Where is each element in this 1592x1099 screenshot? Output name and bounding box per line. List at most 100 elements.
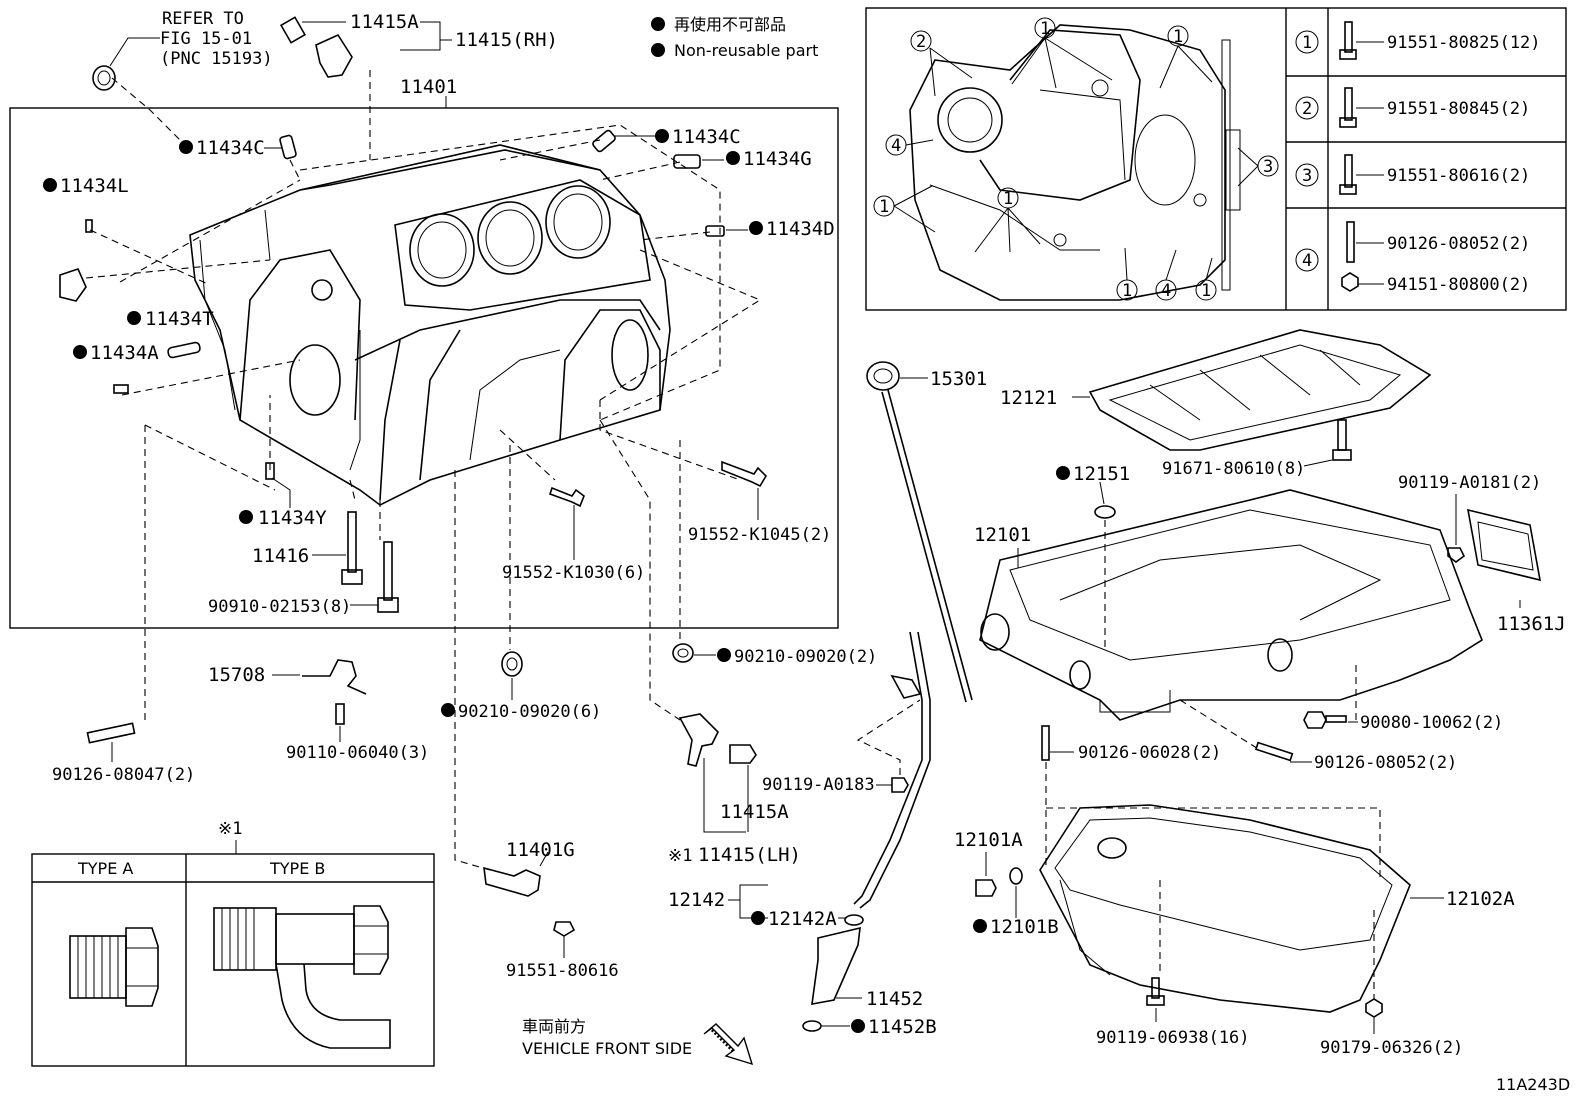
bolt-icon <box>1447 547 1466 563</box>
inset-callout-1: 1 <box>879 197 889 217</box>
bolt-head-icon <box>341 569 363 585</box>
bolt-head-icon <box>1339 184 1357 195</box>
label-12101A: 12101A <box>954 829 1023 851</box>
label-11415A-bottom: 11415A <box>720 801 789 823</box>
bolt-row-num: 3 <box>1302 166 1312 186</box>
oil-jet-type-a-icon <box>69 927 159 1007</box>
label-11415A-top: 11415A <box>350 11 419 33</box>
label-12101B: 12101B <box>990 916 1059 938</box>
drain-plug-icon <box>975 879 997 897</box>
nut-icon <box>1341 272 1359 292</box>
plug-11434G-icon <box>673 154 701 169</box>
bolt-head-icon <box>1332 449 1352 461</box>
pin-11434A-icon <box>113 384 129 394</box>
knock-sensor-group: 11401G 91551-80616 <box>483 839 619 981</box>
plug-11434C-left-icon <box>279 134 297 160</box>
label-90119-A0181: 90119-A0181(2) <box>1398 473 1541 493</box>
bolt-head-icon <box>1339 49 1357 60</box>
label-11434Y: 11434Y <box>258 507 327 529</box>
label-11415RH: 11415(RH) <box>455 29 558 51</box>
label-91551-80616: 91551-80616 <box>506 961 619 981</box>
oil-pan-lower-icon <box>1039 804 1411 1013</box>
bolt-icon <box>1151 977 1160 999</box>
inset-front-cover-drawing <box>909 24 1241 301</box>
guide-11452-icon <box>811 926 861 1005</box>
bolt-row-part: 91551-80845(2) <box>1387 99 1530 119</box>
label-90080-10062: 90080-10062(2) <box>1360 713 1503 733</box>
bolt-head-icon <box>1339 117 1357 128</box>
bolt-11416-icon <box>347 511 357 573</box>
plug-11434C-right-icon <box>592 129 616 153</box>
inset-callout-1: 1 <box>1173 27 1183 47</box>
label-11401: 11401 <box>400 76 457 98</box>
oil-jet-lh-group: 11415A ※1 11415(LH) 90119-A0183 <box>668 699 921 866</box>
bolt-icon <box>279 16 307 44</box>
label-12151: 12151 <box>1073 463 1130 485</box>
dipstick-handle-icon <box>866 361 900 391</box>
label-11434G: 11434G <box>743 148 812 170</box>
bolt-row-4: 4 90126-08052(2) 94151-80800(2) <box>1295 221 1530 295</box>
baffle-plate-group: 12121 91671-80610(8) <box>1000 329 1432 479</box>
bolt-row-num: 2 <box>1302 99 1312 119</box>
bolt-row-part: 91551-80825(12) <box>1387 33 1541 53</box>
label-11452B: 11452B <box>868 1016 937 1038</box>
label-90910-02153: 90910-02153(8) <box>208 597 351 617</box>
inset-callout-1: 1 <box>1040 19 1050 39</box>
sensor-15708-icon <box>302 659 367 695</box>
stud-icon <box>1254 741 1294 762</box>
bolt-90080-group: 90080-10062(2) <box>1303 660 1503 733</box>
bolt-row-part: 90126-08052(2) <box>1387 234 1530 254</box>
inset-callouts: 1 1 1 1 1 1 2 3 4 4 <box>873 17 1279 301</box>
bolt-head-icon <box>1146 995 1165 1006</box>
label-12101: 12101 <box>974 524 1031 546</box>
label-91671-80610: 91671-80610(8) <box>1162 459 1305 479</box>
bolt-row-part: 91551-80616(2) <box>1387 166 1530 186</box>
leader-lines <box>85 70 762 871</box>
plate-11361J-group: 90119-A0181(2) 11361J <box>1398 473 1566 635</box>
oil-pan-upper-group: 12101 <box>974 489 1483 721</box>
label-11434D: 11434D <box>766 218 835 240</box>
label-11415LH: 11415(LH) <box>698 844 801 866</box>
oil-seal-icon <box>92 65 116 91</box>
label-90210-09020-6: 90210-09020(6) <box>458 702 601 722</box>
bolt-91552-K1045-icon <box>721 460 768 488</box>
oil-jet-type-b-icon <box>213 905 391 1049</box>
guide-bracket-icon <box>890 674 922 699</box>
label-90126-08052: 90126-08052(2) <box>1314 753 1457 773</box>
inset-callout-4: 4 <box>891 136 901 156</box>
vehicle-front-indicator: 車両前方 VEHICLE FRONT SIDE <box>522 1017 754 1066</box>
bolt-row-part2: 94151-80800(2) <box>1387 275 1530 295</box>
bolt-row-1: 1 91551-80825(12) <box>1295 21 1541 60</box>
label-12121: 12121 <box>1000 387 1057 409</box>
o-ring-icon <box>802 1020 822 1032</box>
o-ring-icon <box>844 914 864 926</box>
oil-pan-lower-group: 12102A 90119-06938(16) 90179-06326(2) <box>1039 804 1515 1058</box>
bolt-icon <box>553 921 576 937</box>
bolt-row-3: 3 91551-80616(2) <box>1295 154 1530 195</box>
bolt-row-2: 2 91551-80845(2) <box>1295 87 1530 128</box>
bolt-icon <box>1344 154 1353 188</box>
cylinder-block-drawing <box>189 144 671 506</box>
label-11361J: 11361J <box>1497 613 1566 635</box>
legend-dot-icon <box>651 43 665 57</box>
bolt-row-num: 4 <box>1302 251 1312 271</box>
stud-icon <box>1041 725 1050 761</box>
label-lh-mark: ※1 <box>668 846 692 866</box>
type-b-label: TYPE B <box>269 859 325 878</box>
cylinder-block-box <box>9 107 839 629</box>
studs-group: 90126-06028(2) 90126-08052(2) <box>1041 699 1457 870</box>
bolt-head-icon <box>1303 711 1327 729</box>
refer-note: REFER TO FIG 15-01 (PNC 15193) <box>92 9 273 91</box>
drain-plug-group: 12101A 12101B <box>954 829 1059 938</box>
legend: 再使用不可部品 Non-reusable part <box>651 15 818 60</box>
bolt-icon <box>891 777 909 793</box>
bolt-90910-icon <box>383 541 393 601</box>
inset-callout-1: 1 <box>1201 281 1211 301</box>
bolt-icon <box>1325 715 1347 723</box>
lower-left-parts: 15708 90110-06040(3) 90126-08047(2) 9021… <box>52 643 877 785</box>
oil-pan-upper-icon <box>979 489 1483 721</box>
o-ring-icon <box>1094 505 1116 519</box>
legend-jp: 再使用不可部品 <box>674 15 786 34</box>
front-en: VEHICLE FRONT SIDE <box>522 1039 692 1058</box>
bolt-icon <box>729 744 757 764</box>
